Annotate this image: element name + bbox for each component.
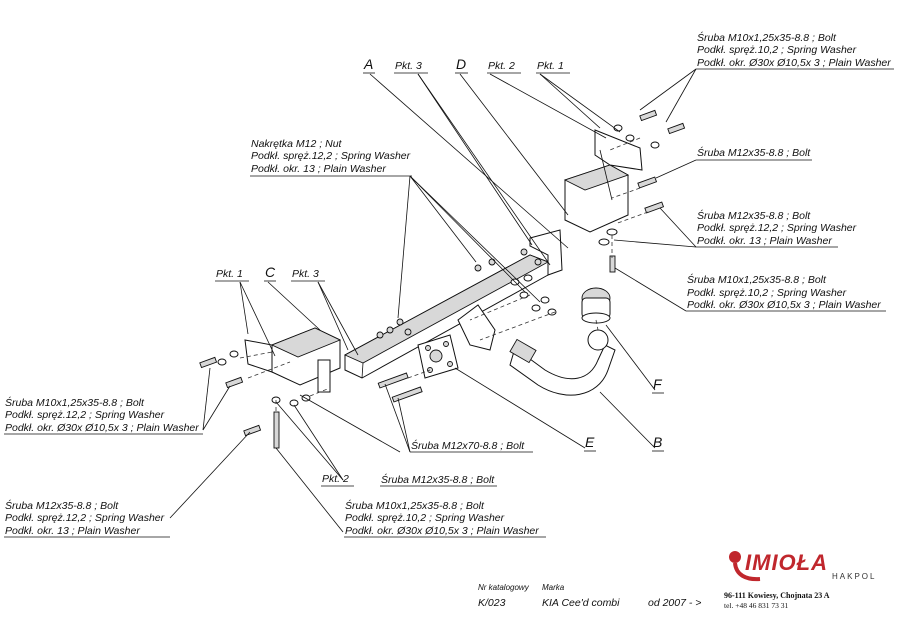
label-top-right: Śruba M10x1,25x35-8.8 ; Bolt Podkł. sprę… [696, 31, 894, 70]
svg-text:Podkł. okr. Ø30x Ø10,5x 3 ; P: Podkł. okr. Ø30x Ø10,5x 3 ; Plain Washer [697, 57, 891, 69]
svg-text:Nr katalogowy: Nr katalogowy [478, 583, 530, 592]
label-right-mid: Śruba M12x35-8.8 ; Bolt Podkł. spręż.12,… [696, 209, 857, 248]
svg-text:Podkł. spręż.12,2 ; Spring Was: Podkł. spręż.12,2 ; Spring Washer [251, 150, 411, 162]
bolt-group-right-mid [598, 176, 665, 273]
svg-text:Podkł. spręż.10,2 ; Spring Was: Podkł. spręż.10,2 ; Spring Washer [697, 44, 857, 56]
brand-logo: IMIOŁA HAKPOL 96-111 Kowiesy, Chojnata 2… [724, 550, 876, 610]
svg-text:Podkł. spręż.10,2 ; Spring Was: Podkł. spręż.10,2 ; Spring Washer [687, 287, 847, 299]
label-left-group: Śruba M10x1,25x35-8.8 ; Bolt Podkł. sprę… [4, 396, 203, 435]
point-labels: Pkt. 3 Pkt. 2 Pkt. 1 Pkt. 1 Pkt. 3 Pkt. … [215, 60, 570, 487]
svg-text:Podkł. okr. Ø30x Ø10,5x 3 ; P: Podkł. okr. Ø30x Ø10,5x 3 ; Plain Washer [345, 525, 539, 537]
svg-text:Śruba M12x35-8.8 ; Bolt: Śruba M12x35-8.8 ; Bolt [381, 473, 495, 486]
svg-text:HAKPOL: HAKPOL [832, 572, 876, 581]
svg-text:Pkt. 1: Pkt. 1 [216, 268, 243, 280]
svg-text:Pkt. 2: Pkt. 2 [322, 473, 349, 485]
svg-text:Śruba M12x35-8.8 ; Bolt: Śruba M12x35-8.8 ; Bolt [697, 209, 811, 222]
ball-cap-f [581, 287, 611, 324]
svg-text:Podkł. okr. 13 ; Plain Washer: Podkł. okr. 13 ; Plain Washer [5, 525, 140, 537]
bolt-group-center [510, 274, 557, 316]
svg-text:Podkł. spręż.12,2 ; Spring Was: Podkł. spręż.12,2 ; Spring Washer [5, 512, 165, 524]
bracket-d [563, 129, 643, 233]
svg-text:B: B [653, 434, 662, 450]
label-right-lower: Śruba M10x1,25x35-8.8 ; Bolt Podkł. sprę… [686, 273, 886, 312]
swan-neck-b [509, 329, 616, 396]
svg-text:Śruba M10x1,25x35-8.8 ; Bolt: Śruba M10x1,25x35-8.8 ; Bolt [5, 396, 145, 409]
leader-lines [169, 68, 697, 533]
svg-text:tel. +48 46 831 73 31: tel. +48 46 831 73 31 [724, 601, 788, 610]
svg-text:Śruba M12x35-8.8 ; Bolt: Śruba M12x35-8.8 ; Bolt [697, 146, 811, 159]
svg-text:Podkł. spręż.12,2 ; Spring Was: Podkł. spręż.12,2 ; Spring Washer [697, 222, 857, 234]
svg-text:Marka: Marka [542, 583, 565, 592]
svg-text:Pkt. 2: Pkt. 2 [488, 60, 515, 72]
label-bolt-m12-top: Śruba M12x35-8.8 ; Bolt [696, 146, 812, 161]
label-bolt-m12x70: Śruba M12x70-8.8 ; Bolt [410, 439, 533, 453]
part-letters: A D C E B F [264, 56, 664, 452]
svg-text:Śruba M10x1,25x35-8.8 ; Bolt: Śruba M10x1,25x35-8.8 ; Bolt [697, 31, 837, 44]
mounting-plate-e [417, 304, 496, 379]
svg-text:E: E [585, 434, 595, 450]
label-bottom-left: Śruba M12x35-8.8 ; Bolt Podkł. spręż.12,… [4, 499, 170, 538]
svg-text:Podkł. okr. Ø30x Ø10,5x 3 ; P: Podkł. okr. Ø30x Ø10,5x 3 ; Plain Washer [687, 299, 881, 311]
svg-text:F: F [653, 376, 663, 392]
assembly-axes [239, 137, 649, 412]
svg-text:C: C [265, 264, 276, 280]
title-block: Nr katalogowy K/023 Marka KIA Cee'd comb… [478, 583, 701, 609]
svg-text:D: D [456, 56, 466, 72]
label-bolt-m12x35-bottom: Śruba M12x35-8.8 ; Bolt [380, 473, 497, 487]
svg-text:Pkt. 3: Pkt. 3 [395, 60, 422, 72]
svg-text:Podkł. okr. Ø30x Ø10,5x 3 ; P: Podkł. okr. Ø30x Ø10,5x 3 ; Plain Washer [5, 422, 199, 434]
svg-text:Pkt. 1: Pkt. 1 [537, 60, 564, 72]
svg-text:IMIOŁA: IMIOŁA [745, 550, 828, 575]
svg-text:Śruba M12x70-8.8 ; Bolt: Śruba M12x70-8.8 ; Bolt [411, 439, 525, 452]
svg-text:Śruba M12x35-8.8 ; Bolt: Śruba M12x35-8.8 ; Bolt [5, 499, 119, 512]
bracket-c [244, 327, 342, 393]
label-nut-group: Nakrętka M12 ; Nut Podkł. spręż.12,2 ; S… [250, 138, 412, 177]
svg-text:K/023: K/023 [478, 597, 506, 609]
label-bottom-mid: Śruba M10x1,25x35-8.8 ; Bolt Podkł. sprę… [344, 499, 546, 538]
svg-text:Podkł. spręż.12,2 ; Spring Was: Podkł. spręż.12,2 ; Spring Washer [5, 409, 165, 421]
svg-text:Śruba M10x1,25x35-8.8 ; Bolt: Śruba M10x1,25x35-8.8 ; Bolt [345, 499, 485, 512]
bolt-group-m12x70 [377, 372, 423, 403]
svg-text:96-111 Kowiesy, Chojnata 23 A: 96-111 Kowiesy, Chojnata 23 A [724, 591, 830, 600]
svg-text:A: A [363, 56, 373, 72]
svg-text:Podkł. okr. 13 ; Plain Washer: Podkł. okr. 13 ; Plain Washer [697, 235, 832, 247]
svg-text:Nakrętka M12 ; Nut: Nakrętka M12 ; Nut [251, 138, 343, 150]
towball-logo-icon [729, 551, 761, 582]
main-crossbar [343, 229, 563, 379]
svg-text:od 2007 - >: od 2007 - > [648, 597, 701, 609]
svg-text:Pkt. 3: Pkt. 3 [292, 268, 319, 280]
svg-text:Podkł. okr. 13 ; Plain Washer: Podkł. okr. 13 ; Plain Washer [251, 163, 386, 175]
svg-text:KIA Cee'd combi: KIA Cee'd combi [542, 597, 620, 609]
svg-text:Podkł. spręż.10,2 ; Spring Was: Podkł. spręż.10,2 ; Spring Washer [345, 512, 505, 524]
bar-studs [376, 248, 542, 339]
svg-text:Śruba M10x1,25x35-8.8 ; Bolt: Śruba M10x1,25x35-8.8 ; Bolt [687, 273, 827, 286]
